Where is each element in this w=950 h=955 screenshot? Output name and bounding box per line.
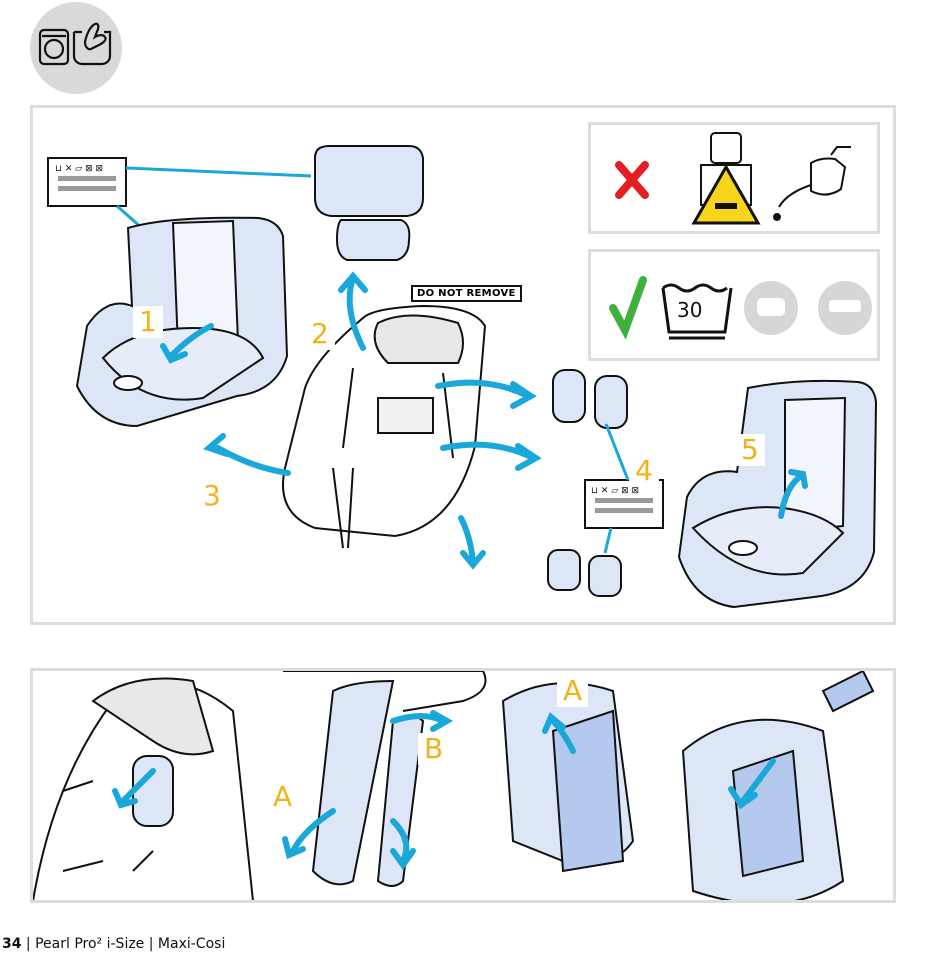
sub-step-b: B: [418, 733, 450, 765]
oil-can-icon: [773, 146, 851, 221]
sponge-icon: [744, 281, 798, 335]
step-5-number: 5: [735, 434, 765, 466]
brush-icon: [818, 281, 872, 335]
seat-cover-right: [677, 379, 878, 609]
headrest-cover: [314, 145, 424, 261]
svg-text:⊔ ✕ ▱ ⊠ ⊠: ⊔ ✕ ▱ ⊠ ⊠: [55, 164, 103, 174]
product-name: Pearl Pro² i-Size: [35, 936, 145, 952]
hand-wash-icon: [72, 22, 112, 66]
do-not-remove-label: DO NOT REMOVE: [411, 285, 522, 302]
step-4-number: 4: [629, 455, 659, 487]
wash-temperature: 30: [677, 298, 703, 322]
disassembly-panel: ⊔ ✕ ▱ ⊠ ⊠: [30, 105, 896, 625]
forbidden-box: [588, 122, 880, 234]
wash-30-icon: [661, 283, 733, 340]
allowed-box: 30: [588, 249, 880, 361]
wash-badge: [30, 2, 122, 94]
sub-step-a-right: A: [557, 675, 589, 707]
check-icon: [609, 276, 647, 340]
footer-separator-2: |: [144, 936, 158, 952]
step-3-number: 3: [197, 480, 227, 512]
forbidden-cross-icon: [615, 161, 649, 199]
care-label-left: ⊔ ✕ ▱ ⊠ ⊠: [47, 157, 127, 207]
page-footer: 34 | Pearl Pro² i-Size | Maxi-Cosi: [2, 936, 225, 952]
seat-cover-left: [75, 216, 289, 428]
sub-step-a-left: A: [267, 781, 299, 813]
seat-shell: [282, 304, 487, 549]
shoulder-pads: [547, 369, 628, 597]
step-1-number: 1: [133, 306, 163, 338]
footer-separator-1: |: [21, 936, 36, 952]
arrows-top: [160, 271, 808, 570]
pad-removal-panel: A B A: [30, 668, 896, 903]
brand-name: Maxi-Cosi: [157, 936, 226, 952]
corrosive-warning-icon: [691, 132, 761, 225]
care-label-right: ⊔ ✕ ▱ ⊠ ⊠: [584, 479, 664, 529]
svg-text:⊔ ✕ ▱ ⊠ ⊠: ⊔ ✕ ▱ ⊠ ⊠: [591, 486, 639, 496]
page-number: 34: [2, 936, 22, 952]
step-2-number: 2: [305, 318, 335, 350]
washing-machine-icon: [38, 28, 70, 66]
